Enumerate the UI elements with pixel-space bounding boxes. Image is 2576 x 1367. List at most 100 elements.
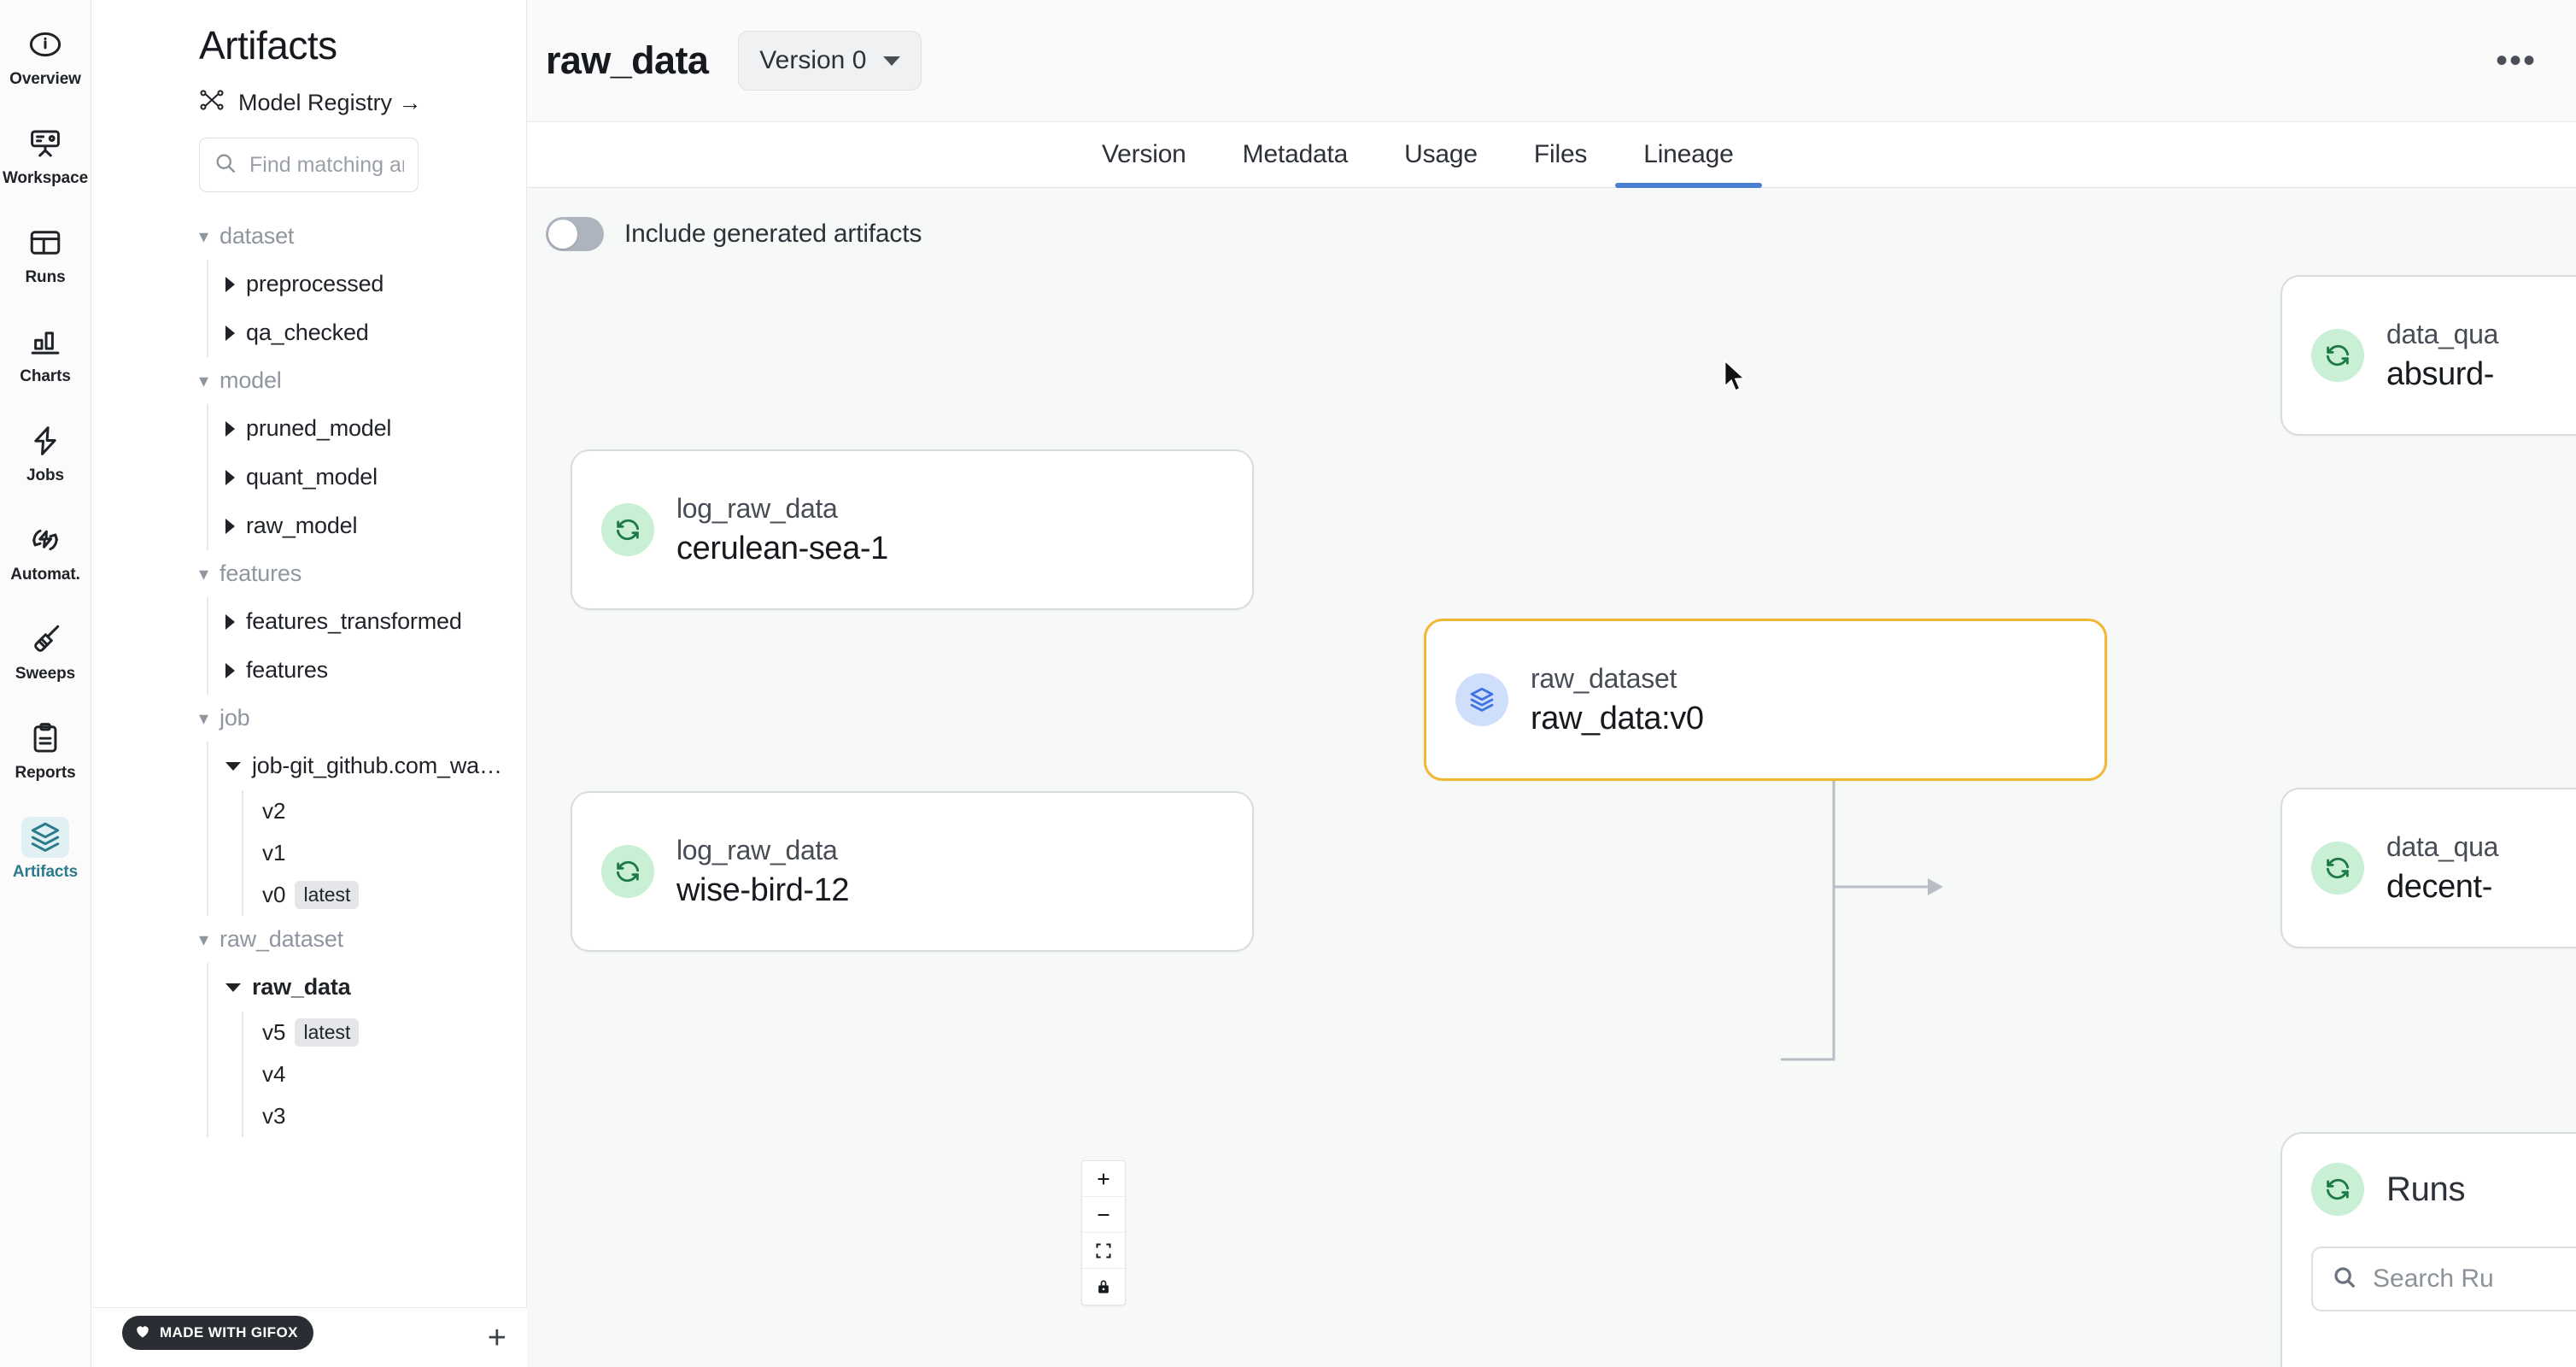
tree-version-label: v3	[262, 1103, 286, 1129]
nav-item-label: Jobs	[26, 466, 64, 484]
tab-label: Metadata	[1242, 140, 1349, 168]
nav-item-label: Charts	[20, 367, 71, 385]
tree-node[interactable]: raw_data	[220, 963, 518, 1012]
version-badge: latest	[295, 881, 360, 909]
zoom-in-button[interactable]	[1082, 1161, 1125, 1197]
tree-node[interactable]: job-git_github.com_wa…	[220, 742, 518, 790]
tree-version-label: v2	[262, 798, 286, 824]
nav-item-reports[interactable]: Reports	[4, 709, 86, 790]
tree-version-item[interactable]: v3	[257, 1095, 518, 1137]
tree-node[interactable]: features_transformed	[220, 597, 518, 646]
caret-right-icon	[225, 276, 235, 292]
fit-view-button[interactable]	[1082, 1233, 1125, 1269]
lineage-node-name: cerulean-sea-1	[676, 531, 888, 566]
nav-item-sweeps[interactable]: Sweeps	[4, 610, 86, 691]
lock-button[interactable]	[1082, 1269, 1125, 1305]
chevron-down-icon: ▾	[199, 707, 209, 729]
lineage-node-type: data_qua	[2386, 319, 2499, 349]
refresh-icon	[601, 845, 654, 898]
tree-group-label: raw_dataset	[220, 926, 343, 952]
nav-item-workspace[interactable]: Workspace	[2, 114, 89, 196]
nav-item-artifacts[interactable]: Artifacts	[4, 808, 86, 889]
tree-node[interactable]: raw_model	[220, 502, 518, 550]
tree-version-item[interactable]: v4	[257, 1053, 518, 1095]
runs-panel-title: Runs	[2386, 1170, 2466, 1208]
artifact-title: raw_data	[546, 38, 709, 82]
caret-right-icon	[225, 420, 235, 437]
tree-node[interactable]: pruned_model	[220, 404, 518, 453]
nav-item-label: Overview	[9, 70, 81, 88]
nav-item-jobs[interactable]: Jobs	[4, 412, 86, 493]
runs-search-placeholder: Search Ru	[2373, 1264, 2494, 1293]
nav-item-automat[interactable]: Automat.	[4, 511, 86, 592]
gifox-label: MADE WITH GIFOX	[160, 1324, 298, 1341]
runs-search-box[interactable]: Search Ru	[2311, 1247, 2576, 1311]
nav-item-runs[interactable]: Runs	[4, 214, 86, 295]
tab-metadata[interactable]: Metadata	[1215, 122, 1376, 187]
tab-label: Version	[1102, 140, 1186, 168]
zoom-out-button[interactable]	[1082, 1197, 1125, 1233]
refresh-icon	[2311, 842, 2364, 895]
nav-item-label: Workspace	[2, 169, 89, 187]
tree-group-header[interactable]: ▾job	[199, 695, 518, 742]
tree-group-header[interactable]: ▾dataset	[199, 213, 518, 260]
tree-node[interactable]: quant_model	[220, 453, 518, 502]
tree-node[interactable]: features	[220, 646, 518, 695]
tree-version-item[interactable]: v2	[257, 790, 518, 832]
artifact-search-box[interactable]	[199, 138, 419, 192]
tree-group-header[interactable]: ▾ features	[199, 550, 518, 597]
nav-item-label: Reports	[15, 764, 76, 782]
graph-zoom-controls	[1081, 1160, 1126, 1305]
lineage-node-type: log_raw_data	[676, 835, 838, 865]
nav-item-label: Sweeps	[15, 665, 76, 683]
tree-group-header[interactable]: ▾ raw_dataset	[199, 916, 518, 963]
tab-usage[interactable]: Usage	[1376, 122, 1506, 187]
mouse-cursor	[1723, 359, 1748, 399]
tab-version[interactable]: Version	[1074, 122, 1215, 187]
tab-lineage[interactable]: Lineage	[1615, 122, 1762, 188]
chevron-down-icon: ▾	[199, 369, 209, 391]
artifacts-sidebar: Artifacts Model Registry → ▾datasetprepr…	[91, 0, 527, 1367]
nav-item-label: Runs	[25, 268, 66, 286]
tree-node[interactable]: preprocessed	[220, 260, 518, 308]
include-generated-toggle[interactable]	[546, 217, 604, 251]
chevron-down-icon: ▾	[199, 562, 209, 584]
overflow-menu-button[interactable]: •••	[2495, 42, 2537, 79]
version-selector[interactable]: Version 0	[738, 31, 922, 91]
model-registry-link[interactable]: Model Registry →	[91, 68, 526, 117]
tree-group-label: features	[220, 560, 302, 586]
lineage-node-type: raw_dataset	[1531, 663, 1677, 694]
chevron-down-icon: ▾	[199, 928, 209, 950]
tab-files[interactable]: Files	[1506, 122, 1615, 187]
add-artifact-button[interactable]: +	[487, 1319, 506, 1356]
caret-right-icon	[225, 518, 235, 534]
toggle-knob	[548, 220, 577, 249]
tree-version-item[interactable]: v1	[257, 832, 518, 874]
nav-item-overview[interactable]: Overview	[4, 15, 86, 97]
refresh-icon	[2311, 1163, 2364, 1216]
tree-group-header[interactable]: ▾model	[199, 357, 518, 404]
search-input[interactable]	[249, 152, 404, 178]
tree-node[interactable]: qa_checked	[220, 308, 518, 357]
caret-down-icon	[225, 761, 241, 771]
nav-item-label: Artifacts	[12, 863, 79, 881]
nav-item-charts[interactable]: Charts	[4, 313, 86, 394]
